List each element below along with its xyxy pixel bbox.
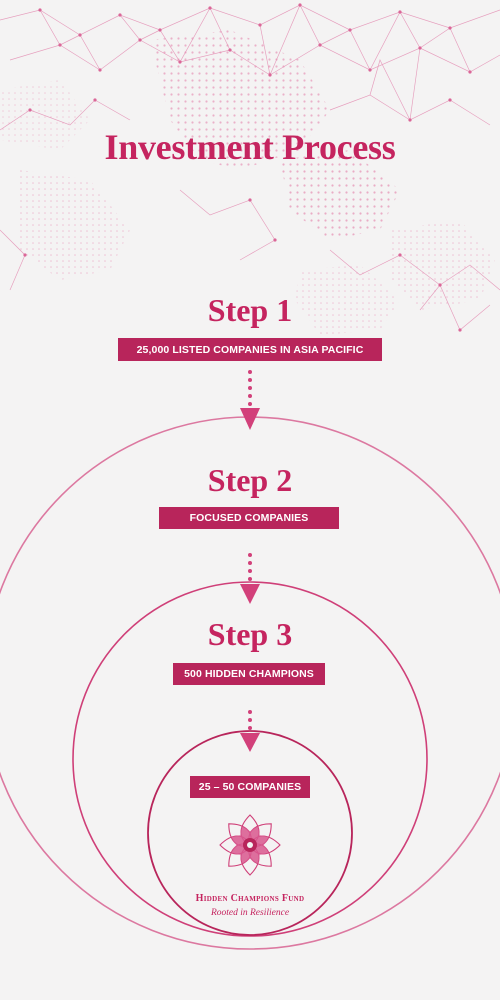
brand-tagline: Rooted in Resilience [210, 908, 290, 918]
step-4-label: 25 – 50 COMPANIES [190, 776, 310, 798]
inner-circle [147, 730, 353, 936]
brand-name: Hidden Champions Fund [195, 893, 305, 904]
step-1-heading: Step 1 [207, 292, 293, 328]
lotus-flower-icon [219, 814, 281, 876]
dotted-arrow-down-icon [240, 370, 260, 430]
step-2-heading: Step 2 [207, 462, 293, 498]
step-1-label: 25,000 LISTED COMPANIES IN ASIA PACIFIC [118, 338, 382, 361]
step-3-label: 500 HIDDEN CHAMPIONS [173, 663, 325, 685]
dotted-arrow-down-icon [240, 553, 260, 604]
dotted-arrow-down-icon [240, 710, 260, 752]
page-title: Investment Process [104, 127, 396, 167]
middle-circle [72, 581, 428, 937]
world-map-network-icon [0, 3, 500, 335]
step-3-heading: Step 3 [207, 616, 293, 652]
step-2-label: FOCUSED COMPANIES [159, 507, 339, 529]
